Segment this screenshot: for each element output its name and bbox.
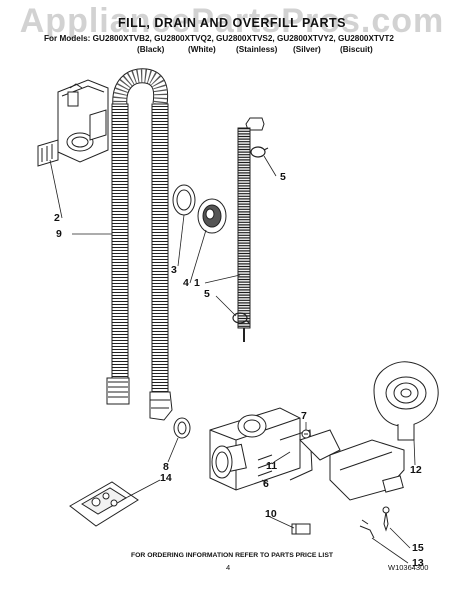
callout-3: 3 xyxy=(171,264,177,276)
screw xyxy=(301,429,311,439)
hose-clamps xyxy=(232,146,269,325)
document-number: W10364300 xyxy=(388,563,429,572)
callout-5-lower: 5 xyxy=(204,288,210,300)
callout-2: 2 xyxy=(54,212,60,224)
callout-13: 13 xyxy=(412,557,424,569)
inlet-seal xyxy=(197,198,227,234)
color-label-black: (Black) xyxy=(137,45,165,54)
color-label-biscuit: (Biscuit) xyxy=(340,45,373,54)
models-line: For Models: GU2800XTVB2, GU2800XTVQ2, GU… xyxy=(44,34,394,43)
wire-clip xyxy=(291,523,311,535)
float-screws xyxy=(359,506,390,539)
callout-12: 12 xyxy=(410,464,422,476)
page-title: FILL, DRAIN AND OVERFILL PARTS xyxy=(118,16,346,30)
callout-6: 6 xyxy=(263,478,269,490)
callout-7: 7 xyxy=(301,410,307,422)
page-number: 4 xyxy=(226,563,231,572)
color-label-silver: (Silver) xyxy=(293,45,321,54)
watermark: AppliancePartsPros.com xyxy=(19,2,445,40)
callout-10: 10 xyxy=(265,508,277,520)
pump-motor-assembly xyxy=(209,407,341,491)
callout-1: 1 xyxy=(194,277,200,289)
callout-14: 14 xyxy=(160,472,172,484)
color-label-stainless: (Stainless) xyxy=(236,45,278,54)
drain-bracket-assembly xyxy=(37,79,109,167)
parts-bag xyxy=(69,481,139,527)
callout-9: 9 xyxy=(56,228,62,240)
callout-15: 15 xyxy=(412,542,424,554)
grommet xyxy=(172,184,196,216)
drain-hose xyxy=(106,68,173,421)
color-labels: (Black) (White) (Stainless) (Silver) (Bi… xyxy=(0,45,464,57)
callout-5-upper: 5 xyxy=(280,171,286,183)
callout-8: 8 xyxy=(163,461,169,473)
color-label-white: (White) xyxy=(188,45,216,54)
callout-11: 11 xyxy=(266,460,278,472)
callout-4: 4 xyxy=(183,277,189,289)
drain-hose-clamp xyxy=(173,417,191,439)
ordering-info-footer: FOR ORDERING INFORMATION REFER TO PARTS … xyxy=(130,552,334,559)
inlet-tube xyxy=(237,117,265,342)
overfill-float-assembly xyxy=(329,361,439,501)
leader-lines xyxy=(49,155,416,564)
